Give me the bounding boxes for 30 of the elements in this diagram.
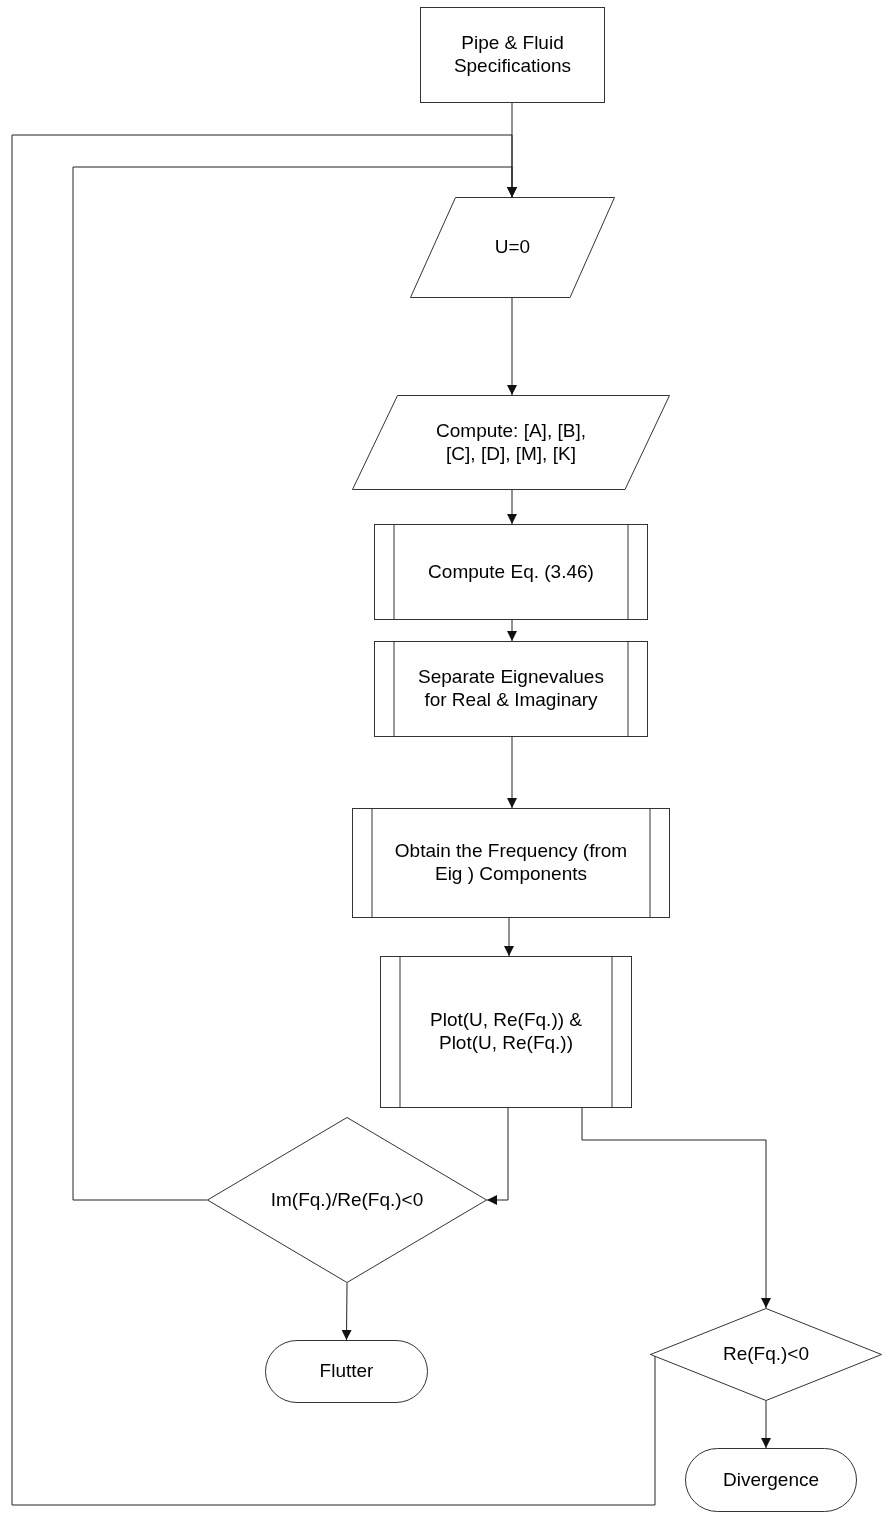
arrow (761, 1400, 771, 1449)
node-label: Plot(U, Re(Fq.)) & Plot(U, Re(Fq.)) (429, 1009, 583, 1055)
node-label: Separate Eignevalues for Real & Imaginary (417, 666, 605, 712)
decision-diamond (207, 1117, 487, 1283)
predefined-process-box (374, 524, 648, 620)
process-box (420, 7, 605, 103)
node-label: Flutter (318, 1360, 375, 1383)
arrow (341, 1282, 352, 1341)
arrow (11, 134, 656, 1506)
node-label: Re(Fq.)<0 (721, 1343, 811, 1366)
node-label: U=0 (493, 236, 532, 259)
node-label: Pipe & Fluid Specifications (452, 32, 573, 78)
arrow (507, 736, 517, 809)
decision-diamond (650, 1308, 882, 1401)
arrow (507, 489, 517, 525)
arrow (507, 297, 517, 396)
node-label: Compute Eq. (3.46) (427, 560, 595, 584)
node-label: Divergence (721, 1468, 821, 1492)
node-label: Compute: [A], [B], [C], [D], [M], [K] (435, 419, 587, 466)
predefined-process-box (352, 808, 670, 918)
arrow (486, 1107, 509, 1205)
arrow (504, 917, 514, 957)
node-label: Im(Fq.)/Re(Fq.)<0 (269, 1188, 425, 1212)
data-parallelogram (352, 395, 670, 490)
node-label: Obtain the Frequency (from Eig ) Components (393, 840, 629, 886)
predefined-process-box (374, 641, 648, 737)
arrow (507, 619, 517, 642)
data-parallelogram (410, 197, 615, 298)
predefined-process-box (380, 956, 632, 1108)
arrow (581, 1107, 771, 1309)
